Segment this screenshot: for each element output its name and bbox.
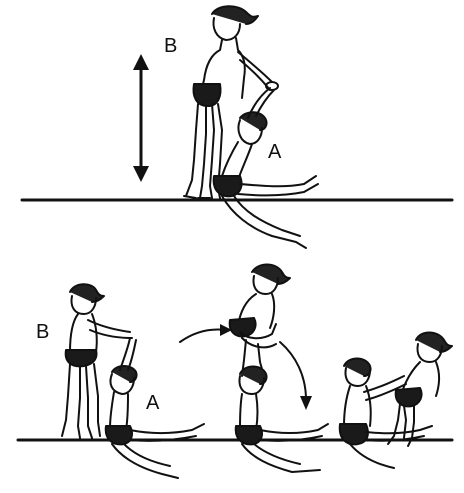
curved-arrow-icon-right bbox=[280, 342, 312, 410]
label-figure-a-top: A bbox=[268, 142, 281, 162]
figure-a-bottom-right bbox=[340, 359, 432, 469]
label-figure-b-bottom: B bbox=[36, 322, 49, 342]
double-headed-arrow-icon bbox=[133, 54, 149, 182]
label-figure-b-top: B bbox=[164, 36, 177, 56]
figure-b-bottom-left bbox=[62, 284, 132, 438]
figure-b-bottom-middle bbox=[230, 265, 290, 377]
curved-arrow-icon-left bbox=[180, 324, 232, 342]
label-figure-a-bottom: A bbox=[146, 393, 159, 413]
figure-a-bottom-middle bbox=[236, 367, 328, 473]
figure-a-top bbox=[214, 88, 318, 248]
